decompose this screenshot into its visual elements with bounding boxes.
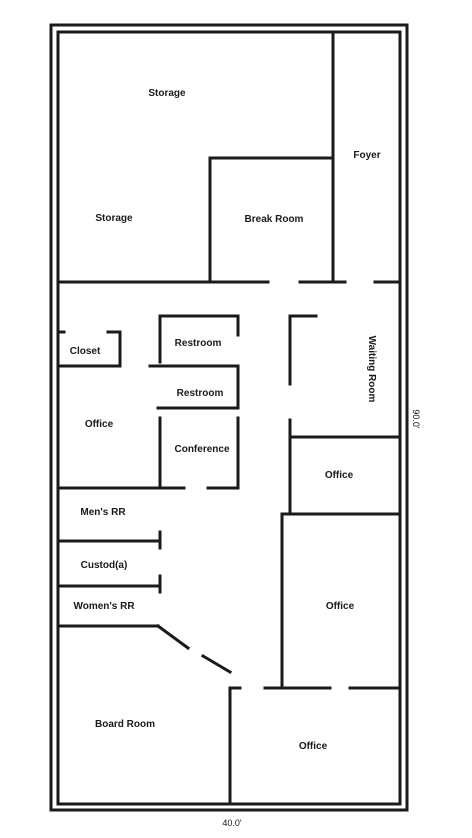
room-label-office-mid-right: Office: [325, 470, 354, 481]
dimension-width: 40.0': [222, 818, 242, 828]
dimension-height: 90.0': [411, 409, 421, 429]
room-label-waiting-room: Waiting Room: [366, 336, 377, 403]
walls-lower: [56, 530, 402, 806]
room-label-break-room: Break Room: [245, 214, 304, 225]
room-label-conference: Conference: [174, 444, 229, 455]
room-label-board-room: Board Room: [95, 719, 155, 730]
room-label-storage-bottom: Storage: [95, 213, 133, 224]
room-label-storage-top: Storage: [148, 88, 186, 99]
room-label-custodial: Custod(a): [81, 560, 128, 571]
room-label-office-bottom: Office: [299, 741, 328, 752]
room-label-closet: Closet: [70, 346, 101, 357]
room-label-office-right: Office: [326, 601, 355, 612]
room-label-restroom-2: Restroom: [177, 388, 224, 399]
room-label-womens-rr: Women's RR: [73, 601, 135, 612]
room-label-office-left: Office: [85, 419, 114, 430]
room-label-restroom-1: Restroom: [175, 338, 222, 349]
outer-frame: [49, 23, 409, 812]
room-label-mens-rr: Men's RR: [80, 507, 126, 518]
walls-middle: [56, 314, 402, 690]
walls-top: [56, 30, 402, 284]
room-label-foyer: Foyer: [353, 150, 380, 161]
